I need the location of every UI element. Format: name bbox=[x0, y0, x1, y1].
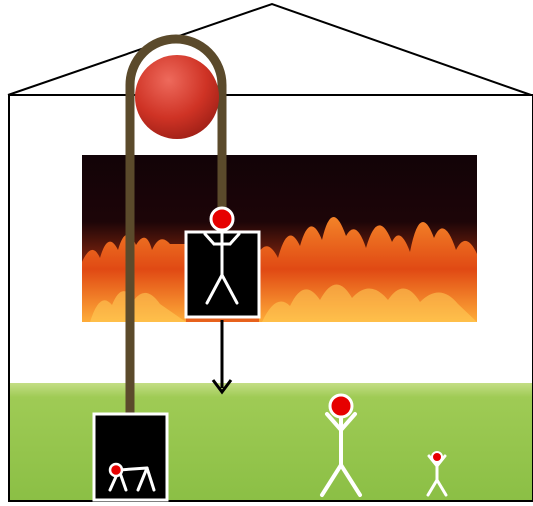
pulley-wheel-icon bbox=[135, 55, 219, 139]
ground bbox=[9, 383, 533, 501]
fire-window bbox=[82, 155, 477, 322]
down-arrow-icon bbox=[213, 320, 231, 392]
lower-elevator bbox=[94, 414, 167, 500]
roof-outline bbox=[8, 4, 531, 95]
